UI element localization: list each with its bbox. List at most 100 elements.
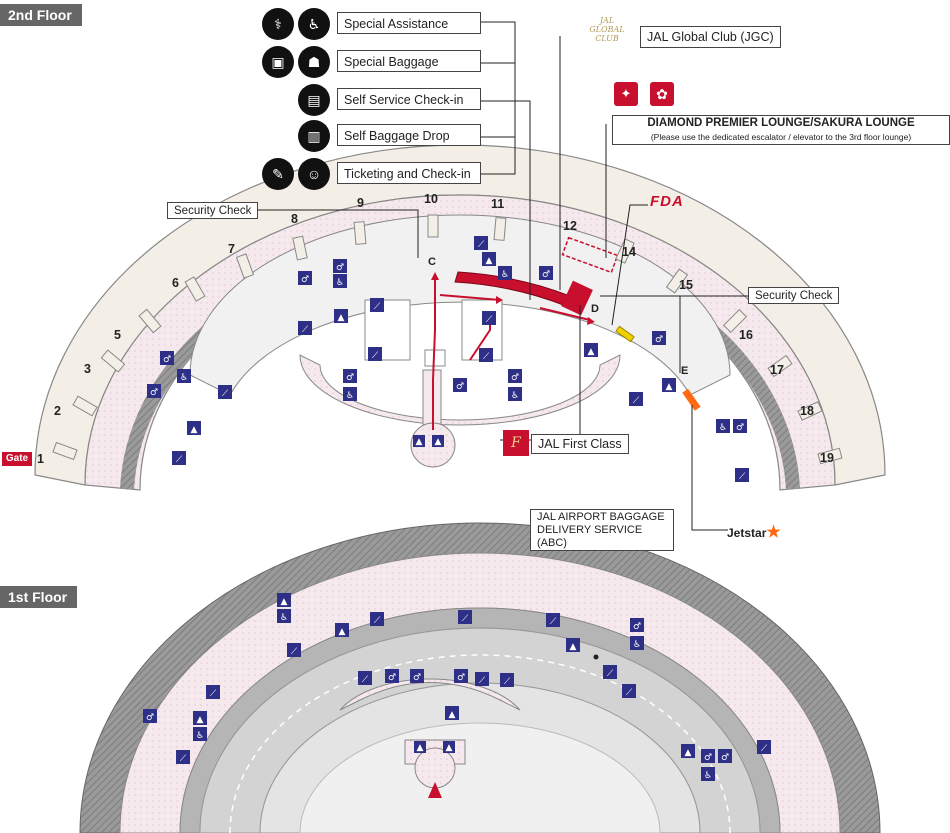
svg-text:▲: ▲: [281, 597, 288, 607]
legend-label: Special Baggage: [337, 50, 481, 72]
accessible-toilet-icon: ♿: [193, 727, 207, 741]
sakura-lounge-logo: ✿: [650, 82, 674, 106]
restroom-icon: ♂: [733, 419, 747, 433]
restroom-icon: ♂: [298, 271, 312, 285]
jal-first-class-logo: F: [503, 430, 529, 456]
accessible-toilet-icon: ♿: [716, 419, 730, 433]
svg-text:♿: ♿: [346, 391, 354, 401]
gate-badge: Gate: [2, 452, 32, 466]
escalator-icon: ⟋: [368, 347, 382, 361]
gate-number: 16: [739, 328, 753, 342]
svg-text:⟋: ⟋: [291, 647, 298, 657]
accessible-toilet-icon: ♿: [333, 274, 347, 288]
elevator-icon: ▲: [432, 435, 444, 447]
restroom-icon: ♂: [539, 266, 553, 280]
svg-text:⟋: ⟋: [504, 677, 511, 687]
svg-text:♂: ♂: [388, 673, 396, 683]
svg-text:♂: ♂: [736, 423, 744, 433]
accessible-toilet-icon: ♿: [277, 609, 291, 623]
svg-text:⟋: ⟋: [550, 617, 557, 627]
baggage-delivery-line: (ABC): [537, 537, 567, 549]
svg-text:▲: ▲: [449, 710, 456, 720]
gate-number: 11: [491, 197, 505, 211]
escalator-icon: ⟋: [370, 612, 384, 626]
svg-text:♂: ♂: [457, 673, 465, 683]
jetstar-logo-text: Jetstar: [727, 526, 767, 540]
svg-text:♂: ♂: [150, 388, 158, 398]
assisted-walking-icon: ⚕: [262, 8, 294, 40]
legend-label: Self Service Check-in: [337, 88, 481, 110]
person-with-baggage-icon: ☗: [298, 46, 330, 78]
restroom-icon: ♂: [454, 669, 468, 683]
svg-text:♿: ♿: [633, 640, 641, 650]
baggage-delivery-line: DELIVERY SERVICE: [537, 524, 643, 536]
elevator-icon: ▲: [277, 593, 291, 607]
svg-text:♂: ♂: [511, 373, 519, 383]
accessible-toilet-icon: ♿: [701, 767, 715, 781]
restroom-icon: ♂: [143, 709, 157, 723]
elevator-icon: ▲: [482, 252, 496, 266]
gate-number: 8: [291, 212, 298, 226]
elevator-icon: ▲: [187, 421, 201, 435]
svg-text:♿: ♿: [196, 731, 204, 741]
road-lane-marking: [229, 654, 731, 833]
svg-text:♂: ♂: [163, 355, 171, 365]
elevator-icon: ▲: [584, 343, 598, 357]
elevator-icon: ▲: [413, 435, 425, 447]
gate-jetways: [52, 214, 843, 465]
svg-text:⟋: ⟋: [479, 676, 486, 686]
escalator-icon: ⟋: [172, 451, 186, 465]
escalator-icon: ⟋: [287, 643, 301, 657]
svg-text:▲: ▲: [191, 425, 198, 435]
svg-text:♂: ♂: [542, 270, 550, 280]
entrance-arrow: [428, 782, 442, 798]
svg-text:♿: ♿: [336, 278, 344, 288]
gate-number: 9: [357, 196, 364, 210]
elevator-icon: ▲: [445, 706, 459, 720]
escalator-icon: ⟋: [735, 468, 749, 482]
restroom-icon: ♂: [160, 351, 174, 365]
restroom-icon: ♂: [718, 749, 732, 763]
area-d-label: D: [591, 303, 599, 315]
suitcase-icon: ▥: [298, 120, 330, 152]
svg-text:♂: ♂: [633, 622, 641, 632]
svg-text:▲: ▲: [588, 347, 595, 357]
svg-text:♂: ♂: [336, 263, 344, 273]
svg-text:♿: ♿: [180, 373, 188, 383]
svg-text:⟋: ⟋: [374, 302, 381, 312]
gate-number: 1: [37, 452, 44, 466]
svg-text:♂: ♂: [301, 275, 309, 285]
svg-text:⟋: ⟋: [607, 669, 614, 679]
svg-text:⟋: ⟋: [483, 352, 490, 362]
elevator-icon: ▲: [681, 744, 695, 758]
diamond-premier-lounge-logo: ✦: [614, 82, 638, 106]
elevator-icon: ▲: [335, 623, 349, 637]
escalator-icon: ⟋: [176, 750, 190, 764]
escalator-icon: ⟋: [757, 740, 771, 754]
legend-label: Ticketing and Check-in: [337, 162, 481, 184]
restroom-icon: ♂: [343, 369, 357, 383]
first-floor-label: 1st Floor: [0, 586, 78, 608]
security-check-right: Security Check: [748, 287, 840, 304]
baggage-service-marker: [593, 654, 599, 660]
gate-number: 5: [114, 328, 121, 342]
gate-number: 14: [622, 245, 636, 259]
fda-logo: FDA: [650, 193, 684, 213]
gate-number: 10: [424, 192, 438, 206]
svg-text:▲: ▲: [435, 437, 442, 447]
svg-text:♿: ♿: [280, 613, 288, 623]
second-floor-label: 2nd Floor: [0, 4, 82, 26]
escalator-icon: ⟋: [622, 684, 636, 698]
jgc-logo-text: JAL GLOBAL CLUB: [589, 16, 625, 43]
svg-text:♂: ♂: [413, 673, 421, 683]
legend-label: Self Baggage Drop: [337, 124, 481, 146]
svg-text:♂: ♂: [655, 335, 663, 345]
check-in-counter-icon: ☺: [298, 158, 330, 190]
svg-text:♂: ♂: [456, 382, 464, 392]
svg-text:▲: ▲: [417, 743, 424, 753]
svg-text:⟋: ⟋: [210, 689, 217, 699]
facility-icons: ♂ ♿ ♂ ♂ ♿ ♂ ⟋ ▲ ⟋ ⟋ ▲ ⟋ ⟋ ♂ ♿ ♂ ♂ ♿ ⟋ ⟋ …: [143, 236, 771, 781]
escalator-icon: ⟋: [629, 392, 643, 406]
elevator-icon: ▲: [334, 309, 348, 323]
lounge-title: DIAMOND PREMIER LOUNGE/SAKURA LOUNGE: [647, 117, 915, 129]
